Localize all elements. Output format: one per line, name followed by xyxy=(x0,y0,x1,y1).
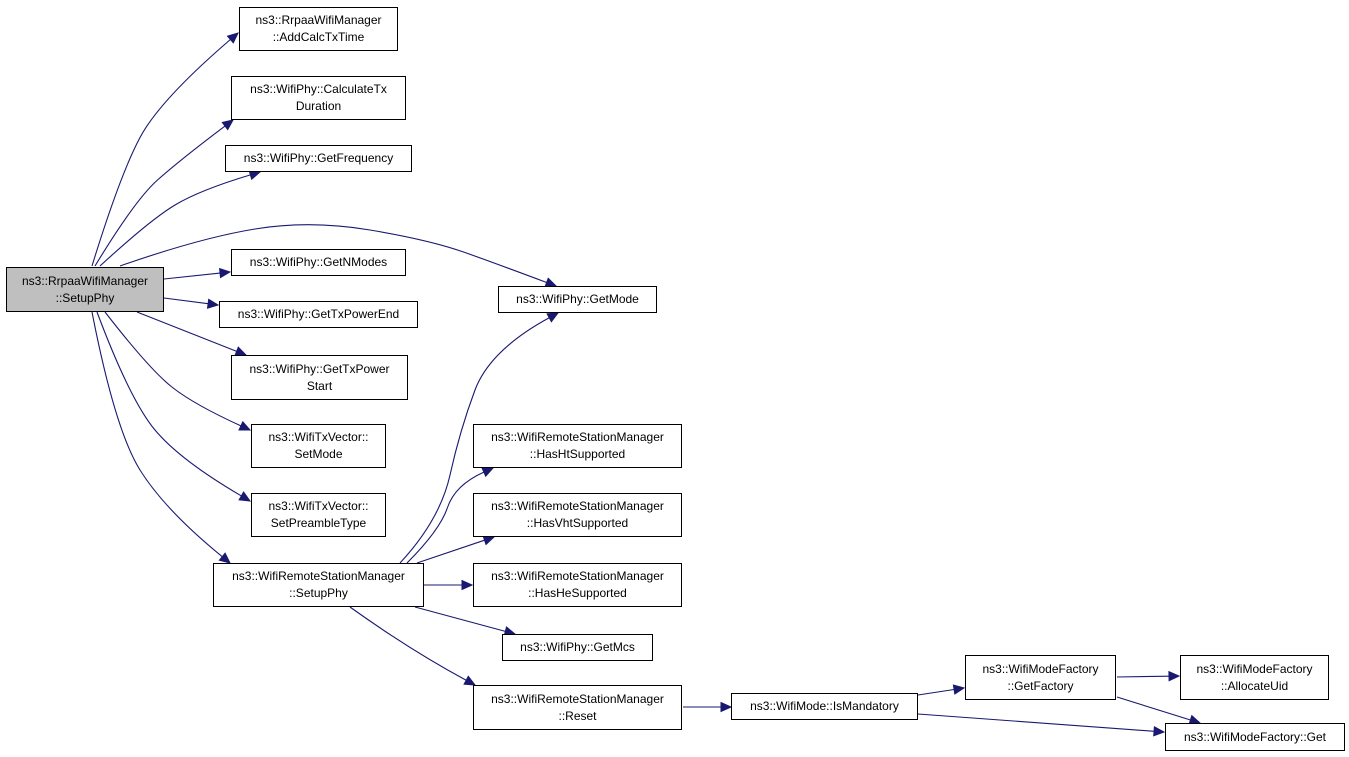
edge-root-to-wrsm-setupphy xyxy=(91,311,223,558)
arrowhead-ismandatory-to-factoryget xyxy=(1153,725,1166,737)
node-getmode[interactable]: ns3::WifiPhy::GetMode xyxy=(498,286,657,313)
arrowhead-wrsm-setupphy-to-getmode xyxy=(546,312,560,323)
edge-ismandatory-to-factoryget xyxy=(917,713,1155,732)
edge-wrsm-setupphy-to-getmode xyxy=(399,317,550,564)
node-label-line: ::HasVhtSupported xyxy=(526,516,629,530)
node-getnmodes[interactable]: ns3::WifiPhy::GetNModes xyxy=(231,249,406,276)
edge-getfactory-to-factoryget xyxy=(1116,696,1191,721)
arrowhead-root-to-setmode xyxy=(238,420,252,431)
node-label-line: ns3::WifiRemoteStationManager xyxy=(491,691,664,706)
arrowhead-wrsm-setupphy-to-hashtsupported xyxy=(481,467,495,478)
node-label-line: SetPreambleType xyxy=(270,516,367,530)
edge-ismandatory-to-getfactory xyxy=(917,688,955,696)
edge-root-to-setmode xyxy=(104,311,242,427)
edge-wrsm-setupphy-to-reset xyxy=(349,606,467,681)
node-label-line: ::GetFactory xyxy=(1007,678,1074,693)
node-label-line: ::HasHeSupported xyxy=(528,586,627,600)
node-setmode[interactable]: ns3::WifiTxVector::SetMode xyxy=(251,424,386,468)
edge-wrsm-setupphy-to-hasvhtsupported xyxy=(416,539,485,564)
arrowhead-wrsm-setupphy-to-hasvhtsupported xyxy=(482,535,496,546)
node-label-line: ::SetupPhy xyxy=(289,586,348,600)
node-wrsm-setupphy[interactable]: ns3::WifiRemoteStationManager::SetupPhy xyxy=(213,563,424,607)
node-getmcs[interactable]: ns3::WifiPhy::GetMcs xyxy=(502,634,653,661)
arrowhead-root-to-setpreambletype xyxy=(238,491,252,502)
root-node-root: ns3::RrpaaWifiManager::SetupPhy xyxy=(6,267,164,312)
node-allocateuid[interactable]: ns3::WifiModeFactory::AllocateUid xyxy=(1180,655,1329,700)
node-label-line: ns3::WifiTxVector:: xyxy=(268,499,369,513)
node-label-line: ns3::RrpaaWifiManager xyxy=(255,13,382,27)
node-getfactory[interactable]: ns3::WifiModeFactory::GetFactory xyxy=(965,655,1116,700)
node-label-line: Duration xyxy=(295,99,342,113)
edge-root-to-addcalctxtime xyxy=(91,39,231,267)
arrowhead-wrsm-setupphy-to-hashesupported xyxy=(461,579,474,591)
arrowhead-root-to-wrsm-setupphy xyxy=(218,552,231,564)
node-label-line: ns3::WifiPhy::GetMcs xyxy=(520,640,635,654)
edge-root-to-getnmodes xyxy=(163,272,221,280)
node-label-line: ns3::WifiMode::IsMandatory xyxy=(750,699,899,713)
node-label-line: ns3::RrpaaWifiManager xyxy=(21,273,149,288)
node-gettxpowerend[interactable]: ns3::WifiPhy::GetTxPowerEnd xyxy=(219,301,418,328)
node-label-line: ns3::WifiRemoteStationManager xyxy=(491,430,664,444)
node-label-line: Start xyxy=(306,378,333,393)
node-getfrequency[interactable]: ns3::WifiPhy::GetFrequency xyxy=(225,145,412,172)
arrowhead-root-to-addcalctxtime xyxy=(226,32,239,44)
node-label-line: ns3::WifiRemoteStationManager xyxy=(491,569,664,583)
node-hasvhtsupported[interactable]: ns3::WifiRemoteStationManager::HasVhtSup… xyxy=(473,493,682,537)
node-label-line: SetMode xyxy=(294,447,343,461)
node-label-line: ::Reset xyxy=(558,708,597,723)
node-addcalctxtime[interactable]: ns3::RrpaaWifiManager::AddCalcTxTime xyxy=(239,7,398,51)
arrowhead-root-to-getnmodes xyxy=(219,267,232,279)
node-label-line: ns3::WifiModeFactory xyxy=(982,661,1099,676)
node-label-line: ns3::WifiModeFactory::Get xyxy=(1183,729,1327,744)
node-label-line: ::SetupPhy xyxy=(55,290,115,305)
arrowhead-ismandatory-to-getfactory xyxy=(952,684,966,695)
node-ismandatory[interactable]: ns3::WifiMode::IsMandatory xyxy=(731,693,918,720)
node-label-line: ns3::WifiRemoteStationManager xyxy=(491,499,664,513)
node-hashtsupported[interactable]: ns3::WifiRemoteStationManager::HasHtSupp… xyxy=(473,424,682,468)
node-label-line: ns3::WifiPhy::CalculateTx xyxy=(250,82,387,96)
node-label-line: ::HasHtSupported xyxy=(529,447,626,461)
node-label-line: ns3::WifiModeFactory xyxy=(1196,661,1313,676)
node-label-line: ::AllocateUid xyxy=(1220,678,1289,693)
node-factoryget[interactable]: ns3::WifiModeFactory::Get xyxy=(1165,723,1345,751)
edge-getfactory-to-allocateuid xyxy=(1116,675,1170,678)
node-reset[interactable]: ns3::WifiRemoteStationManager::Reset xyxy=(473,685,682,730)
node-label-line: ns3::WifiPhy::GetTxPower xyxy=(249,361,390,376)
edge-root-to-setpreambletype xyxy=(96,311,242,497)
arrowhead-wrsm-setupphy-to-reset xyxy=(463,675,477,686)
node-label-line: ns3::WifiPhy::GetTxPowerEnd xyxy=(237,307,400,321)
edge-root-to-getfrequency xyxy=(99,174,251,267)
node-label-line: ::AddCalcTxTime xyxy=(272,30,365,44)
node-hashesupported[interactable]: ns3::WifiRemoteStationManager::HasHeSupp… xyxy=(473,563,682,607)
edge-root-to-gettxpowerend xyxy=(163,297,209,305)
node-label-line: ns3::WifiTxVector:: xyxy=(268,430,369,444)
node-label-line: ns3::WifiPhy::GetNModes xyxy=(249,255,388,269)
arrowhead-root-to-calculatetxduration xyxy=(221,119,234,131)
edge-wrsm-setupphy-to-hashtsupported xyxy=(406,471,485,564)
edge-root-to-getmode xyxy=(119,224,547,284)
edge-root-to-gettxpowerstart xyxy=(136,311,237,352)
edge-root-to-calculatetxduration xyxy=(94,125,226,267)
edge-wrsm-setupphy-to-getmcs xyxy=(414,606,506,632)
arrowhead-getfactory-to-allocateuid xyxy=(1168,670,1181,682)
node-label-line: ns3::WifiRemoteStationManager xyxy=(232,569,405,583)
node-setpreambletype[interactable]: ns3::WifiTxVector::SetPreambleType xyxy=(251,493,386,537)
arrowhead-root-to-gettxpowerend xyxy=(206,298,220,309)
node-label-line: ns3::WifiPhy::GetFrequency xyxy=(243,151,394,165)
arrowhead-reset-to-ismandatory xyxy=(720,701,733,713)
node-label-line: ns3::WifiPhy::GetMode xyxy=(516,292,639,306)
